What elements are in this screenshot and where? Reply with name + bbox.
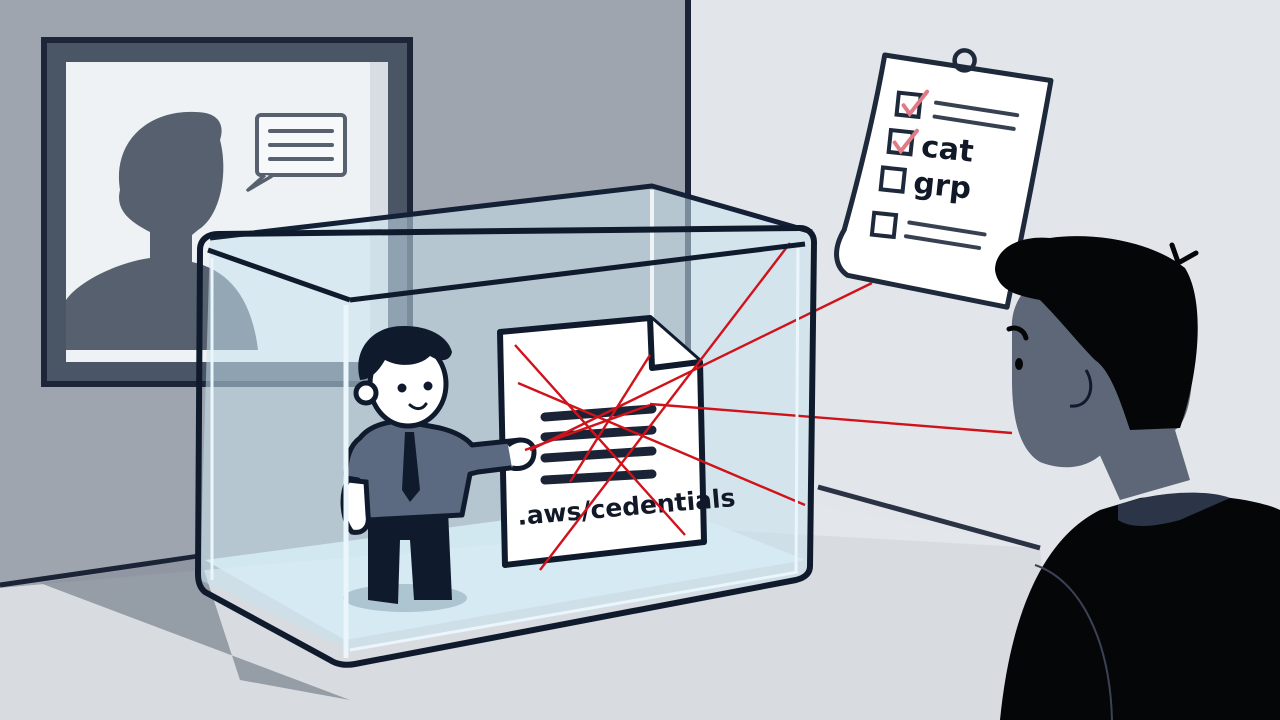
checklist-item-grp: grp xyxy=(878,165,973,207)
observer-person xyxy=(995,236,1280,720)
speech-bubble-icon xyxy=(246,113,347,192)
pin-icon xyxy=(952,48,977,73)
checklist-item-cat: cat xyxy=(886,127,976,170)
check-mark-icon xyxy=(892,128,919,155)
checklist-note: cat grp xyxy=(834,48,1054,310)
red-sight-lines xyxy=(514,242,1013,571)
checklist-item xyxy=(894,89,1020,131)
checklist-label: grp xyxy=(912,166,973,207)
glass-box-front xyxy=(195,225,817,668)
checklist-item xyxy=(869,210,987,250)
person-in-box xyxy=(340,325,537,612)
box-shadow xyxy=(40,558,350,700)
check-mark-icon xyxy=(901,89,930,118)
checklist-label: cat xyxy=(920,129,976,169)
